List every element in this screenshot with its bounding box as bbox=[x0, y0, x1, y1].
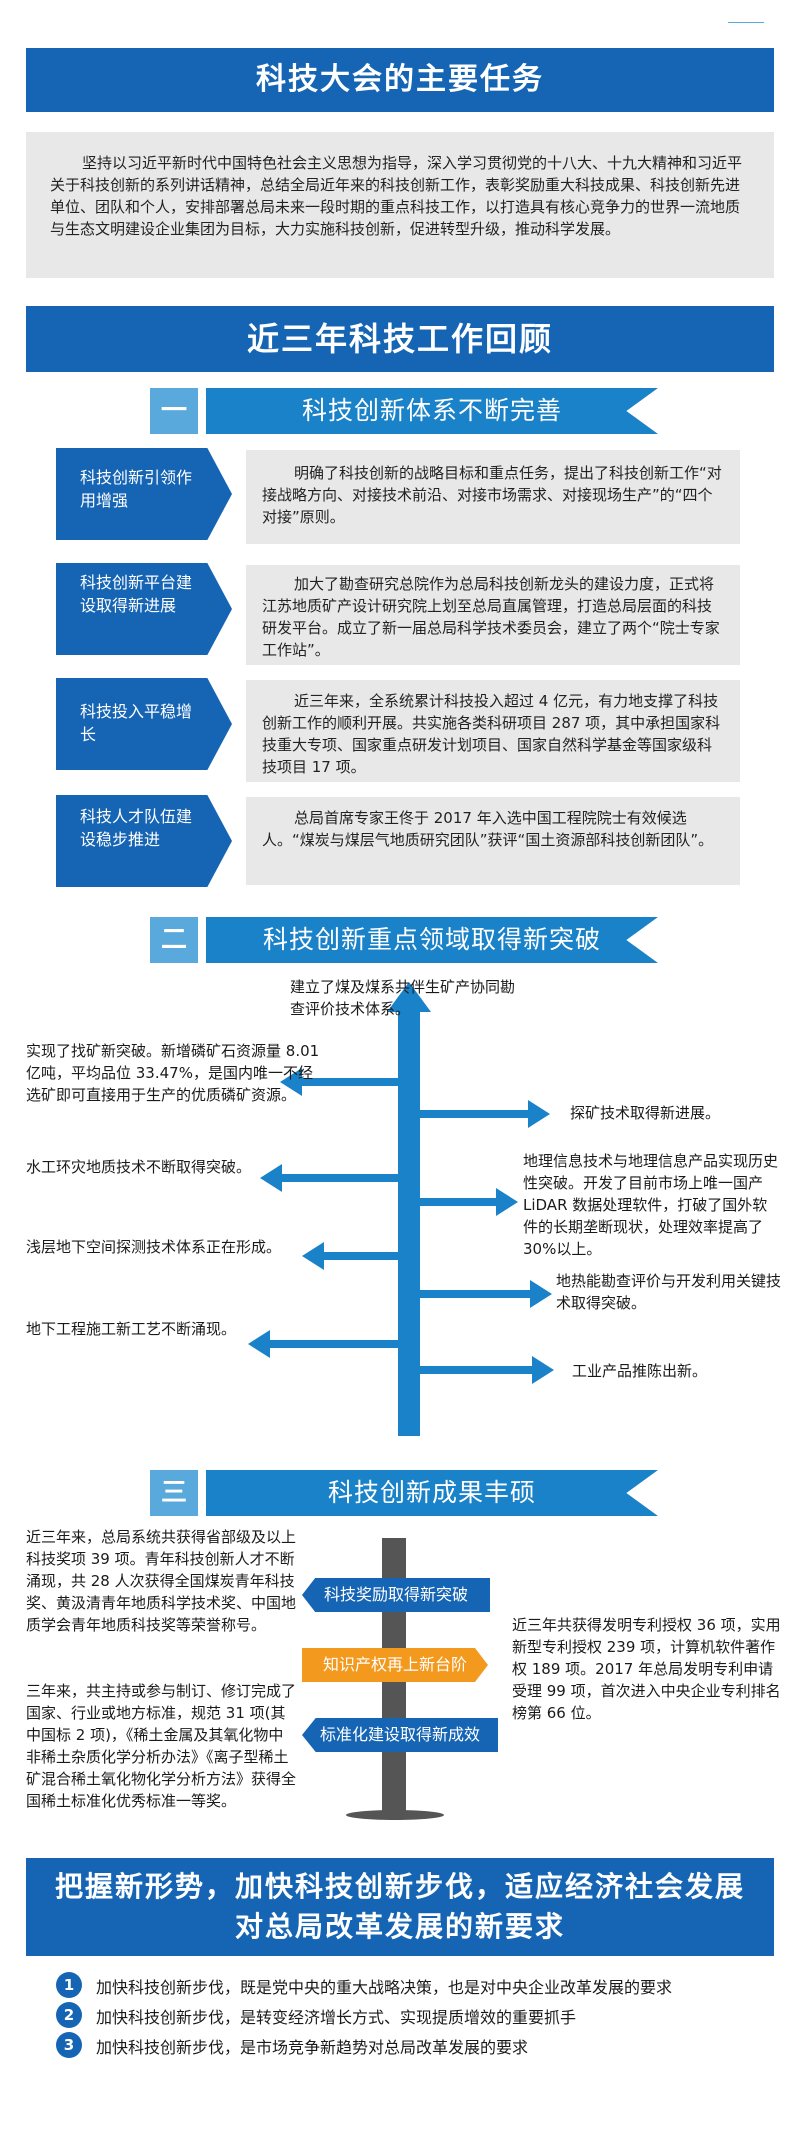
banner-requirements: 把握新形势，加快科技创新步伐，适应经济社会发展 对总局改革发展的新要求 bbox=[26, 1858, 774, 1956]
banner-requirements-line2: 对总局改革发展的新要求 bbox=[234, 1910, 565, 1943]
branch-right-3 bbox=[420, 1290, 530, 1298]
s1-text-3: 近三年来，全系统累计科技投入超过 4 亿元，有力地支撑了科技创新工作的顺利开展。… bbox=[262, 692, 721, 776]
s1-text-1: 明确了科技创新的战略目标和重点任务，提出了科技创新工作“对接战略方向、对接技术前… bbox=[262, 464, 722, 526]
s2-left-text-2: 水工环灾地质技术不断取得突破。 bbox=[26, 1158, 252, 1176]
s1-label-1: 科技创新引领作用增强 bbox=[56, 448, 232, 540]
section3-header: 三 科技创新成果丰硕 bbox=[150, 1470, 670, 1516]
s1-label-4: 科技人才队伍建设稳步推进 bbox=[56, 795, 232, 887]
arrowhead-left-4 bbox=[248, 1330, 270, 1358]
section2-number: 二 bbox=[150, 917, 198, 963]
requirement-number-1: 1 bbox=[56, 1972, 82, 1998]
branch-left-3 bbox=[322, 1252, 400, 1260]
flag-standardization: 标准化建设取得新成效 bbox=[302, 1718, 498, 1752]
s3-left-bottom-text: 三年来，共主持或参与制订、修订完成了国家、行业或地方标准，规范 31 项(其中国… bbox=[26, 1682, 297, 1810]
requirement-number-3: 3 bbox=[56, 2032, 82, 2058]
section2-header: 二 科技创新重点领域取得新突破 bbox=[150, 917, 670, 963]
s2-top-text: 建立了煤及煤系共伴生矿产协同勘查评价技术体系。 bbox=[290, 978, 516, 1018]
branch-left-2 bbox=[280, 1174, 400, 1182]
s1-label-3: 科技投入平稳增长 bbox=[56, 678, 232, 770]
s3-right-text: 近三年共获得发明专利授权 36 项，实用新型专利授权 239 项，计算机软件著作… bbox=[512, 1616, 781, 1722]
s1-text-box-3: 近三年来，全系统累计科技投入超过 4 亿元，有力地支撑了科技创新工作的顺利开展。… bbox=[246, 680, 740, 782]
s3-left-top-text: 近三年来，总局系统共获得省部级及以上科技奖项 39 项。青年科技创新人才不断涌现… bbox=[26, 1528, 297, 1634]
section3-number: 三 bbox=[150, 1470, 198, 1516]
intro-text: 坚持以习近平新时代中国特色社会主义思想为指导，深入学习贯彻党的十八大、十九大精神… bbox=[50, 154, 743, 238]
branch-right-2 bbox=[420, 1198, 496, 1206]
s2-left-text-3: 浅层地下空间探测技术体系正在形成。 bbox=[26, 1238, 282, 1256]
requirement-text-1: 加快科技创新步伐，既是党中央的重大战略决策，也是对中央企业改革发展的要求 bbox=[96, 1978, 673, 1997]
flag-tech-awards: 科技奖励取得新突破 bbox=[302, 1578, 490, 1612]
s2-left-text-4: 地下工程施工新工艺不断涌现。 bbox=[26, 1320, 237, 1338]
s1-text-box-4: 总局首席专家王佟于 2017 年入选中国工程院院士有效候选人。“煤炭与煤层气地质… bbox=[246, 797, 740, 885]
section1-number: 一 bbox=[150, 388, 198, 434]
branch-left-1 bbox=[300, 1078, 400, 1086]
intro-box: 坚持以习近平新时代中国特色社会主义思想为指导，深入学习贯彻党的十八大、十九大精神… bbox=[26, 132, 774, 278]
section2-title: 科技创新重点领域取得新突破 bbox=[206, 917, 658, 963]
requirement-text-3: 加快科技创新步伐，是市场竞争新趋势对总局改革发展的要求 bbox=[96, 2038, 529, 2057]
s1-text-4: 总局首席专家王佟于 2017 年入选中国工程院院士有效候选人。“煤炭与煤层气地质… bbox=[262, 809, 714, 849]
flag-ip-rights: 知识产权再上新台阶 bbox=[302, 1648, 488, 1682]
arrowhead-right-1 bbox=[528, 1100, 550, 1128]
banner-main-tasks: 科技大会的主要任务 bbox=[26, 48, 774, 112]
s2-right-text-4: 工业产品推陈出新。 bbox=[572, 1362, 708, 1380]
section3-title: 科技创新成果丰硕 bbox=[206, 1470, 658, 1516]
banner-review: 近三年科技工作回顾 bbox=[26, 306, 774, 372]
branch-right-4 bbox=[420, 1366, 532, 1374]
arrowhead-left-1 bbox=[280, 1068, 302, 1096]
arrowhead-right-4 bbox=[532, 1356, 554, 1384]
tree-trunk bbox=[398, 1010, 420, 1436]
s1-label-2: 科技创新平台建设取得新进展 bbox=[56, 563, 232, 655]
s2-right-text-3: 地热能勘查评价与开发利用关键技术取得突破。 bbox=[556, 1272, 782, 1312]
signpost-base bbox=[346, 1810, 444, 1820]
arrowhead-left-3 bbox=[302, 1242, 324, 1270]
banner-requirements-line1: 把握新形势，加快科技创新步伐，适应经济社会发展 bbox=[54, 1870, 745, 1903]
s2-left-text-1: 实现了找矿新突破。新增磷矿石资源量 8.01 亿吨，平均品位 33.47%，是国… bbox=[26, 1042, 320, 1104]
requirement-text-2: 加快科技创新步伐，是转变经济增长方式、实现提质增效的重要抓手 bbox=[96, 2008, 577, 2027]
section1-header: 一 科技创新体系不断完善 bbox=[150, 388, 670, 434]
tree-top-arrow bbox=[387, 982, 431, 1012]
s1-text-box-1: 明确了科技创新的战略目标和重点任务，提出了科技创新工作“对接战略方向、对接技术前… bbox=[246, 450, 740, 544]
s2-right-text-2: 地理信息技术与地理信息产品实现历史性突破。开发了目前市场上唯一国产 LiDAR … bbox=[523, 1152, 779, 1258]
top-deco-line bbox=[728, 22, 764, 23]
branch-right-1 bbox=[420, 1110, 528, 1118]
branch-left-4 bbox=[268, 1340, 400, 1348]
arrowhead-left-2 bbox=[260, 1164, 282, 1192]
section1-title: 科技创新体系不断完善 bbox=[206, 388, 658, 434]
s1-text-box-2: 加大了勘查研究总院作为总局科技创新龙头的建设力度，正式将江苏地质矿产设计研究院上… bbox=[246, 565, 740, 665]
s2-right-text-1: 探矿技术取得新进展。 bbox=[570, 1104, 721, 1122]
arrowhead-right-3 bbox=[530, 1280, 552, 1308]
arrowhead-right-2 bbox=[496, 1188, 518, 1216]
requirement-number-2: 2 bbox=[56, 2002, 82, 2028]
s1-text-2: 加大了勘查研究总院作为总局科技创新龙头的建设力度，正式将江苏地质矿产设计研究院上… bbox=[262, 575, 720, 659]
